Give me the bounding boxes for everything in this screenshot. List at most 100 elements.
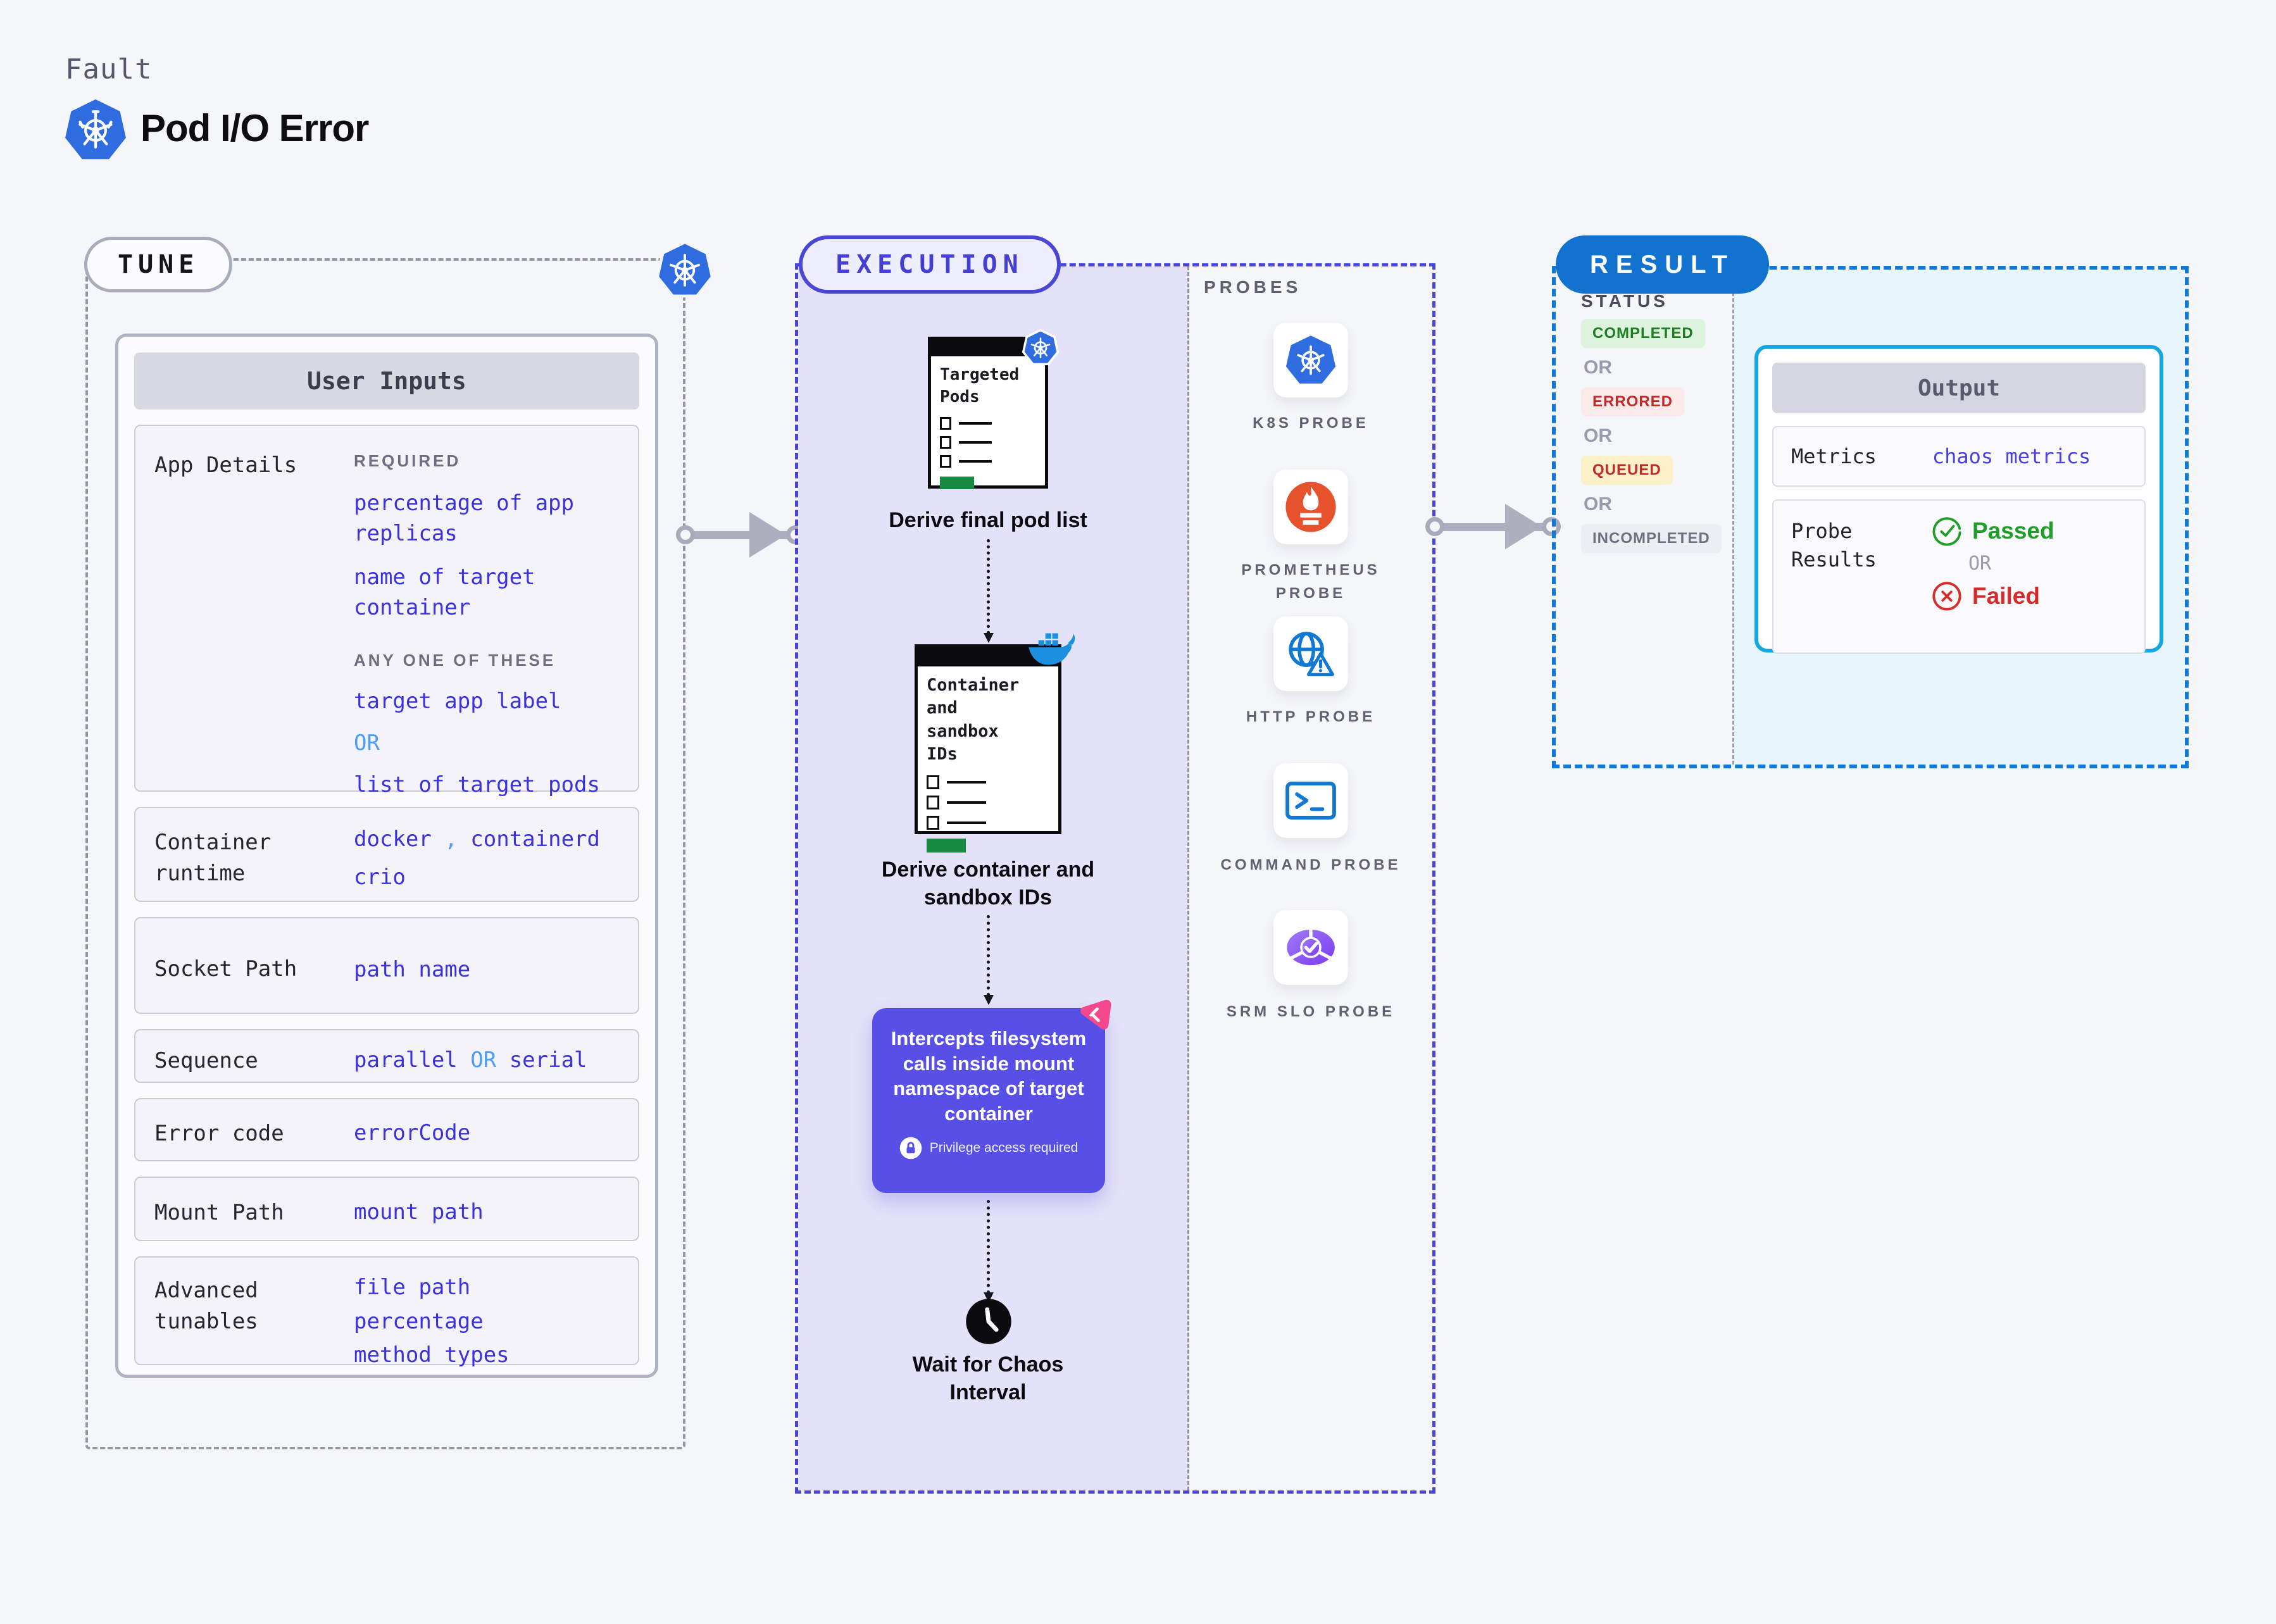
or-separator: OR (1584, 494, 1612, 515)
input-value: docker (354, 827, 432, 852)
input-value: serial (509, 1047, 587, 1073)
probes-heading: PROBES (1204, 277, 1302, 297)
row-label: Socket Path (154, 956, 297, 982)
tune-pill: TUNE (84, 237, 233, 292)
status-list: COMPLETED OR ERRORED OR QUEUED OR INCOMP… (1581, 319, 1730, 553)
probes-divider (1187, 266, 1189, 1490)
input-value: mount path (354, 1199, 484, 1225)
failed-x-icon (1932, 581, 1962, 611)
k8s-probe-card (1273, 323, 1348, 397)
flow-arrow-down (984, 1200, 994, 1302)
user-inputs-card: User Inputs App Details REQUIRED percent… (115, 334, 658, 1378)
metrics-value: chaos metrics (1932, 444, 2091, 468)
output-panel: Output Metrics chaos metrics Probe Resul… (1754, 345, 2163, 654)
status-badge-errored: ERRORED (1581, 387, 1685, 416)
probe-label: SRM SLO PROBE (1226, 1003, 1396, 1020)
flow-arrow-down (984, 539, 994, 643)
input-value: name of target container (354, 565, 535, 620)
input-value: percentage (354, 1308, 484, 1334)
status-heading: STATUS (1581, 291, 1668, 311)
prometheus-icon (1283, 479, 1339, 535)
probe-label: PROMETHEUS PROBE (1241, 561, 1380, 603)
passed-label: Passed (1972, 518, 2054, 544)
intercept-description: Intercepts filesystem calls inside mount… (891, 1027, 1087, 1125)
tune-section-box (85, 258, 685, 1449)
prometheus-probe-card (1273, 470, 1348, 544)
clock-icon (965, 1297, 1013, 1346)
metrics-row: Metrics chaos metrics (1772, 426, 2146, 487)
http-probe-card (1273, 616, 1348, 691)
execution-section-box (795, 263, 1435, 1494)
probe-label: HTTP PROBE (1246, 708, 1376, 725)
row-mount-path: Mount Path mount path (134, 1177, 639, 1241)
input-value: parallel (354, 1047, 458, 1073)
row-advanced-tunables: Advanced tunables file path percentage m… (134, 1256, 639, 1368)
row-label: Error code (154, 1121, 284, 1146)
kubernetes-icon (1022, 328, 1059, 366)
row-label: Mount Path (154, 1200, 284, 1225)
input-value: crio (354, 864, 406, 890)
lock-icon (899, 1137, 922, 1159)
comma-separator: , (444, 827, 458, 852)
or-separator: OR (470, 1047, 497, 1073)
row-label: Container runtime (154, 830, 272, 887)
input-value: percentage of app replicas (354, 490, 574, 546)
or-separator: OR (1584, 357, 1612, 378)
terminal-icon (1284, 779, 1337, 822)
intercept-step-box: Intercepts filesystem calls inside mount… (872, 999, 1111, 1193)
kubernetes-icon (1284, 333, 1338, 387)
input-value: containerd (470, 827, 600, 852)
input-value: list of target pods (354, 771, 600, 797)
row-error-code: Error code errorCode (134, 1098, 639, 1161)
srm-slo-probe-card (1273, 910, 1348, 985)
output-title: Output (1772, 363, 2146, 413)
http-globe-warning-icon (1284, 627, 1338, 681)
srm-slo-pie-icon (1283, 920, 1339, 975)
result-divider (1732, 270, 1734, 765)
passed-check-icon (1932, 516, 1962, 546)
result-pill: RESULT (1556, 235, 1770, 294)
input-value: errorCode (354, 1120, 471, 1146)
or-separator: OR (1968, 553, 1992, 575)
docker-icon (1027, 630, 1076, 666)
targeted-pods-doc: Targeted Pods (928, 328, 1059, 490)
kubernetes-icon (63, 96, 128, 163)
probe-results-label: Probe Results (1791, 519, 1877, 572)
chaos-icon (1072, 997, 1114, 1039)
input-value: target app label (354, 689, 561, 715)
green-progress-bar (940, 477, 974, 490)
doc-title: Targeted Pods (940, 365, 1020, 407)
failed-label: Failed (1972, 583, 2040, 609)
status-badge-queued: QUEUED (1581, 456, 1673, 485)
row-container-runtime: Container runtime docker , containerd cr… (134, 807, 639, 902)
step-caption: Wait for Chaos Interval (912, 1352, 1064, 1405)
user-inputs-title: User Inputs (134, 353, 639, 409)
probe-label: K8S PROBE (1253, 415, 1369, 432)
row-label: Advanced tunables (154, 1278, 258, 1335)
row-label: Sequence (154, 1048, 258, 1073)
green-progress-bar (927, 838, 966, 853)
doc-title: Container and sandbox IDs (927, 675, 1020, 765)
input-value: file path (354, 1275, 471, 1300)
page-title: Pod I/O Error (141, 107, 369, 149)
input-value: method types (354, 1342, 510, 1368)
probe-results-row: Probe Results Passed OR (1772, 499, 2146, 654)
or-separator: OR (354, 730, 380, 756)
or-separator: OR (1584, 425, 1612, 446)
row-label: App Details (154, 453, 297, 478)
probe-label: COMMAND PROBE (1220, 856, 1401, 873)
probes-to-result-arrow (1425, 498, 1561, 555)
fault-eyebrow: Fault (65, 53, 153, 85)
row-sequence: Sequence parallel OR serial (134, 1029, 639, 1083)
row-app-details: App Details REQUIRED percentage of app r… (134, 425, 639, 797)
metrics-label: Metrics (1791, 444, 1877, 468)
step-caption: Derive container and sandbox IDs (881, 858, 1095, 910)
step-caption: Derive final pod list (889, 508, 1087, 532)
privilege-note: Privilege access required (929, 1140, 1079, 1155)
flow-arrow-down (984, 915, 994, 1005)
command-probe-card (1273, 763, 1348, 838)
any-one-heading: ANY ONE OF THESE (354, 651, 556, 670)
input-value: path name (354, 957, 471, 982)
status-badge-incompleted: INCOMPLETED (1581, 524, 1722, 553)
tune-to-execution-arrow (676, 506, 805, 563)
